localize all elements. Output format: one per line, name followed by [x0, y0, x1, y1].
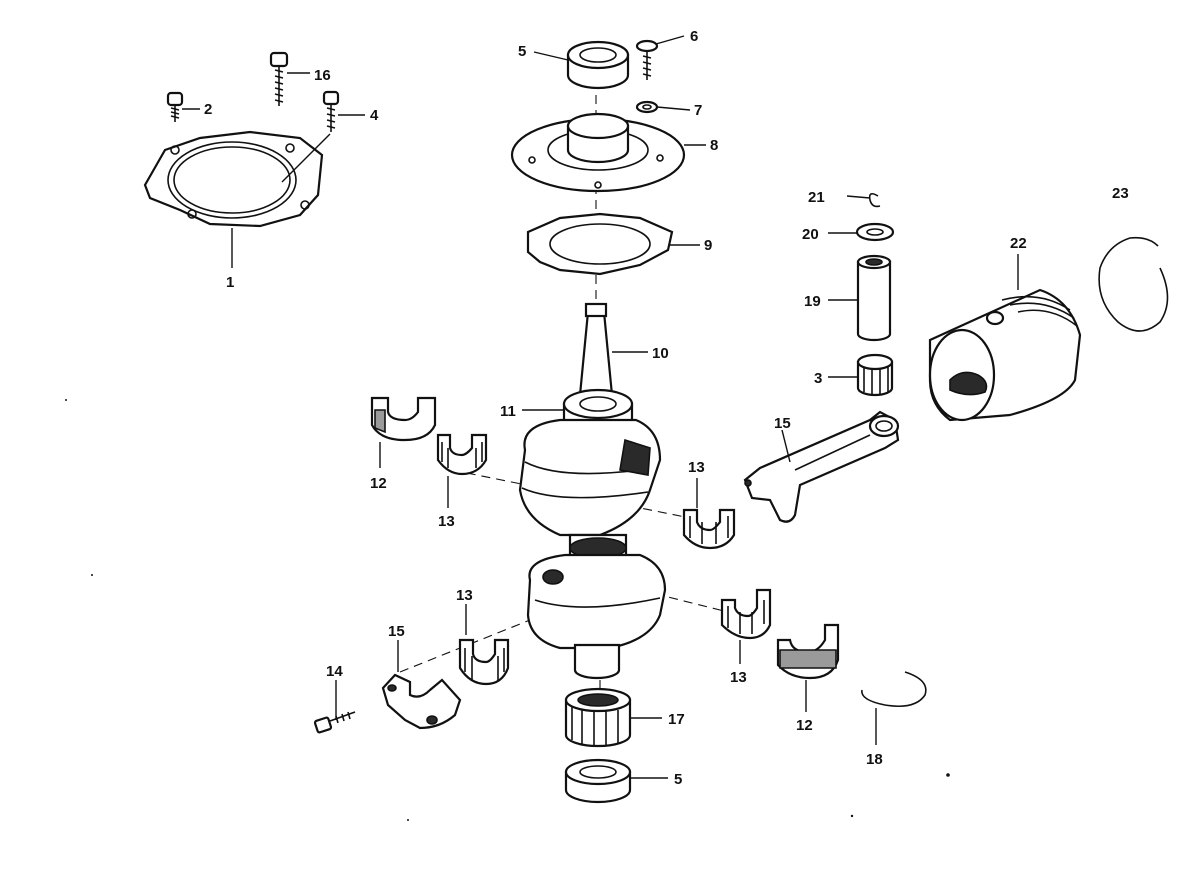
callout-23: 23	[1112, 185, 1129, 202]
callout-22: 22	[1010, 235, 1027, 252]
callout-1: 1	[226, 274, 234, 291]
retainer-plate	[510, 112, 686, 193]
callout-17: 17	[668, 711, 685, 728]
callout-12-left: 12	[370, 475, 387, 492]
rod-cap-screw	[313, 711, 356, 734]
callout-13-right: 13	[688, 459, 705, 476]
callout-13-lower-right: 13	[730, 669, 747, 686]
callout-8: 8	[710, 137, 718, 154]
callout-3: 3	[814, 370, 822, 387]
connecting-rod	[743, 410, 900, 523]
needle-bearing-cage-upper-left	[436, 433, 488, 476]
callout-5-top: 5	[518, 43, 526, 60]
screw-part-2	[166, 91, 184, 122]
callout-15-rod: 15	[774, 415, 791, 432]
callout-13-lower-left: 13	[456, 587, 473, 604]
callout-10: 10	[652, 345, 669, 362]
callout-2: 2	[204, 101, 212, 118]
main-bearing-half-lower	[776, 623, 840, 680]
wrist-pin	[856, 254, 892, 342]
callout-11: 11	[500, 403, 516, 420]
callout-5-bottom: 5	[674, 771, 682, 788]
screw-part-4	[322, 90, 340, 132]
lock-washer	[635, 100, 659, 114]
callout-15-cap: 15	[388, 623, 405, 640]
bottom-seal-ring	[564, 758, 632, 804]
screw-part-6	[635, 39, 659, 80]
main-bearing-half-upper	[370, 396, 437, 442]
lower-roller-bearing	[564, 687, 632, 748]
callout-19: 19	[804, 293, 821, 310]
callout-16: 16	[314, 67, 331, 84]
callout-6: 6	[690, 28, 698, 45]
wrist-pin-retainer	[868, 192, 881, 208]
needle-bearing-cage-right	[682, 508, 736, 550]
callout-20: 20	[802, 226, 819, 243]
piston-ring	[1098, 236, 1169, 332]
callout-14: 14	[326, 663, 343, 680]
callout-12-right: 12	[796, 717, 813, 734]
top-seal-ring	[566, 40, 630, 90]
callout-labels: 1 2 16 4 5 6 7 8 9 10 11 12 13 13 13 13 …	[204, 28, 1129, 788]
screw-part-16	[269, 51, 289, 106]
shim-gasket	[526, 212, 674, 276]
callout-13-upper-left: 13	[438, 513, 455, 530]
print-specks	[65, 399, 950, 821]
crankshaft	[518, 302, 667, 680]
callout-18: 18	[866, 751, 883, 768]
callout-9: 9	[704, 237, 712, 254]
piston	[928, 288, 1082, 422]
seal-housing-plate	[143, 130, 324, 228]
connecting-rod-cap	[381, 673, 462, 730]
wrist-pin-needle-bearing	[856, 353, 894, 397]
callout-7: 7	[694, 102, 702, 119]
callout-21: 21	[808, 189, 825, 206]
thrust-washer	[855, 222, 895, 242]
needle-bearing-cage-lower-right	[720, 588, 772, 640]
retaining-ring	[861, 671, 927, 708]
callout-4: 4	[370, 107, 379, 124]
leader-lines	[182, 35, 1019, 779]
needle-bearing-cage-lower-left	[458, 638, 510, 686]
